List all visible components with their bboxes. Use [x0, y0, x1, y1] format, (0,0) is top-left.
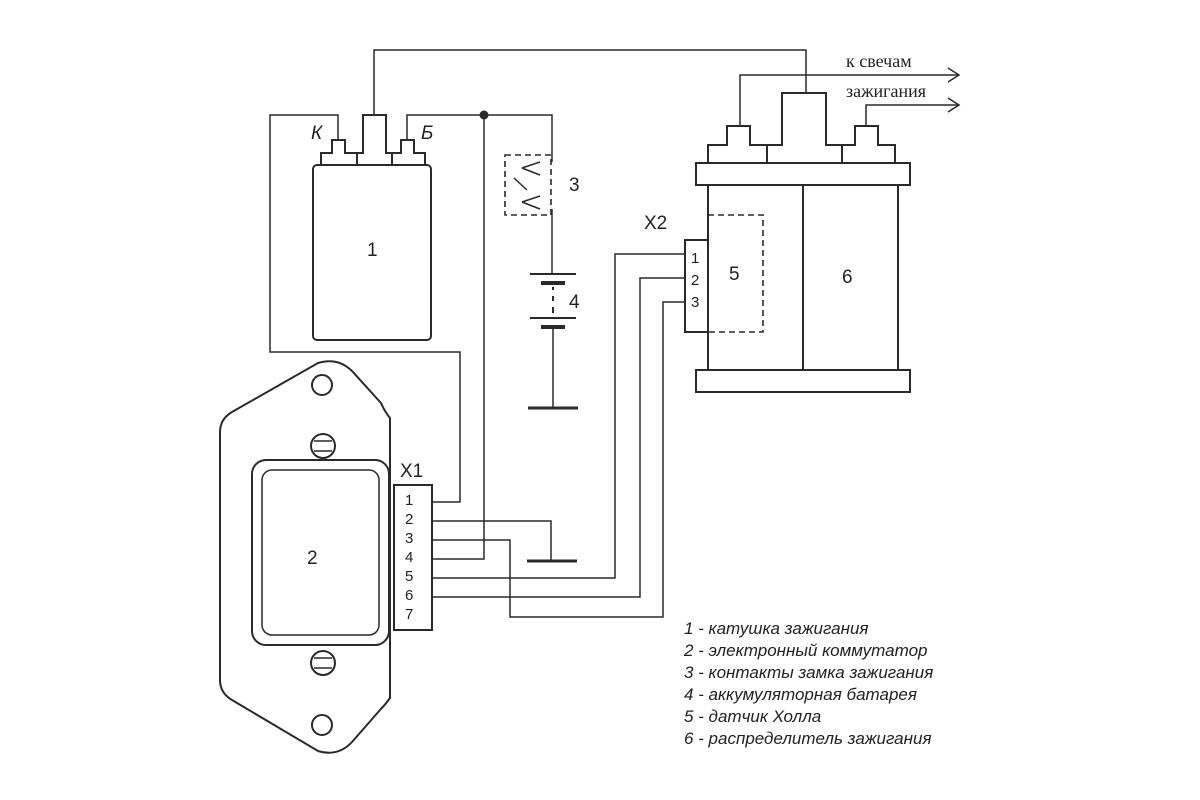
battery-number: 4: [569, 292, 580, 313]
commutator-number: 2: [307, 548, 318, 569]
electronic-commutator: 2: [219, 360, 391, 754]
switch-number: 3: [569, 175, 580, 196]
legend-item: 1 - катушка зажигания: [684, 619, 869, 638]
ignition-coil: 1 К Б: [311, 114, 433, 341]
mounting-screw-top: [310, 433, 336, 459]
x1-pin-label: 3: [405, 530, 413, 547]
plugs-label-line2: зажигания: [846, 81, 926, 101]
connector-x2-label: X2: [644, 213, 667, 234]
ignition-switch-contacts: 3: [504, 154, 580, 216]
mounting-screw-bottom: [310, 650, 336, 676]
legend-item: 5 - датчик Холла: [684, 707, 821, 726]
coil-number: 1: [367, 240, 378, 261]
x1-pin-label: 6: [405, 587, 413, 604]
ignition-distributor: 6: [695, 92, 911, 393]
connector-x2: X2 1 2 3: [644, 213, 709, 333]
coil-terminal-b: Б: [421, 123, 433, 144]
x1-pin-label: 4: [405, 549, 413, 566]
legend-item: 2 - электронный коммутатор: [683, 641, 928, 660]
x1-pin-label: 1: [405, 492, 413, 509]
wiring: [269, 49, 961, 618]
coil-terminal-k: К: [311, 123, 324, 144]
legend-item: 3 - контакты замка зажигания: [684, 663, 933, 682]
x1-pin-label: 5: [405, 568, 413, 585]
x1-pin-label: 7: [405, 606, 413, 623]
x1-pin-label: 2: [405, 511, 413, 528]
legend-item: 4 - аккумуляторная батарея: [684, 685, 917, 704]
connector-x1-label: X1: [400, 461, 423, 482]
hall-number: 5: [729, 264, 740, 285]
distributor-number: 6: [842, 267, 853, 288]
x2-pin-label: 2: [691, 272, 699, 289]
legend-item: 6 - распределитель зажигания: [684, 729, 932, 748]
connector-x1: X1 1 2 3 4 5 6 7: [393, 461, 433, 631]
legend: 1 - катушка зажигания 2 - электронный ко…: [683, 619, 933, 748]
x2-pin-label: 3: [691, 294, 699, 311]
plugs-label-line1: к свечам: [846, 51, 912, 71]
x2-pin-label: 1: [691, 250, 699, 267]
battery: 4: [528, 273, 580, 410]
